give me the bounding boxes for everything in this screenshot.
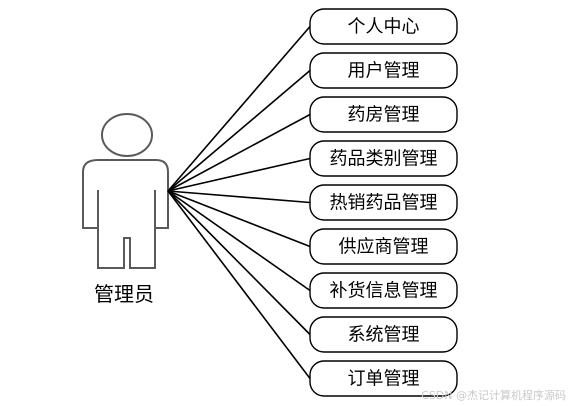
use-case-node[interactable]: 订单管理 — [309, 360, 458, 397]
actor-head — [101, 113, 153, 157]
use-case-box — [309, 8, 458, 45]
connector-line — [167, 190, 311, 379]
use-case-box — [309, 360, 458, 397]
use-case-box — [309, 316, 458, 353]
connector-line — [167, 25, 311, 192]
use-case-box — [309, 272, 458, 309]
use-case-label: 系统管理 — [348, 325, 420, 346]
use-case-node[interactable]: 药品类别管理 — [309, 140, 458, 177]
use-case-node[interactable]: 补货信息管理 — [309, 272, 458, 309]
connector-line — [167, 190, 311, 248]
use-case-box — [309, 96, 458, 133]
connector-line — [167, 113, 311, 192]
connector-line — [167, 190, 311, 204]
use-case-node[interactable]: 药房管理 — [309, 96, 458, 133]
use-case-box — [309, 52, 458, 89]
use-case-label: 用户管理 — [348, 61, 420, 82]
use-case-node[interactable]: 个人中心 — [309, 8, 458, 45]
watermark: CSDN @杰记计算机程序源码 — [421, 388, 566, 402]
use-case-label: 药品类别管理 — [330, 149, 438, 170]
use-case-label: 供应商管理 — [339, 237, 429, 258]
use-case-label: 药房管理 — [348, 105, 420, 126]
use-case-node[interactable]: 系统管理 — [309, 316, 458, 353]
actor-figure — [82, 113, 169, 269]
use-case-label: 订单管理 — [348, 369, 420, 390]
use-case-node[interactable]: 用户管理 — [309, 52, 458, 89]
use-case-label: 热销药品管理 — [330, 193, 438, 214]
use-case-box — [309, 228, 458, 265]
use-case-label: 补货信息管理 — [330, 281, 438, 302]
use-case-box — [309, 184, 458, 221]
actor-body — [82, 159, 169, 269]
use-case-node[interactable]: 供应商管理 — [309, 228, 458, 265]
use-case-box — [309, 140, 458, 177]
connector-line — [167, 69, 311, 192]
use-case-node[interactable]: 热销药品管理 — [309, 184, 458, 221]
connector-line — [167, 157, 311, 192]
use-case-label: 个人中心 — [348, 17, 420, 38]
connector-line — [167, 190, 311, 292]
actor-label: 管理员 — [94, 282, 154, 306]
connector-lines — [167, 25, 311, 379]
connector-line — [167, 190, 311, 336]
use-case-nodes: 个人中心用户管理药房管理药品类别管理热销药品管理供应商管理补货信息管理系统管理订… — [309, 8, 458, 397]
